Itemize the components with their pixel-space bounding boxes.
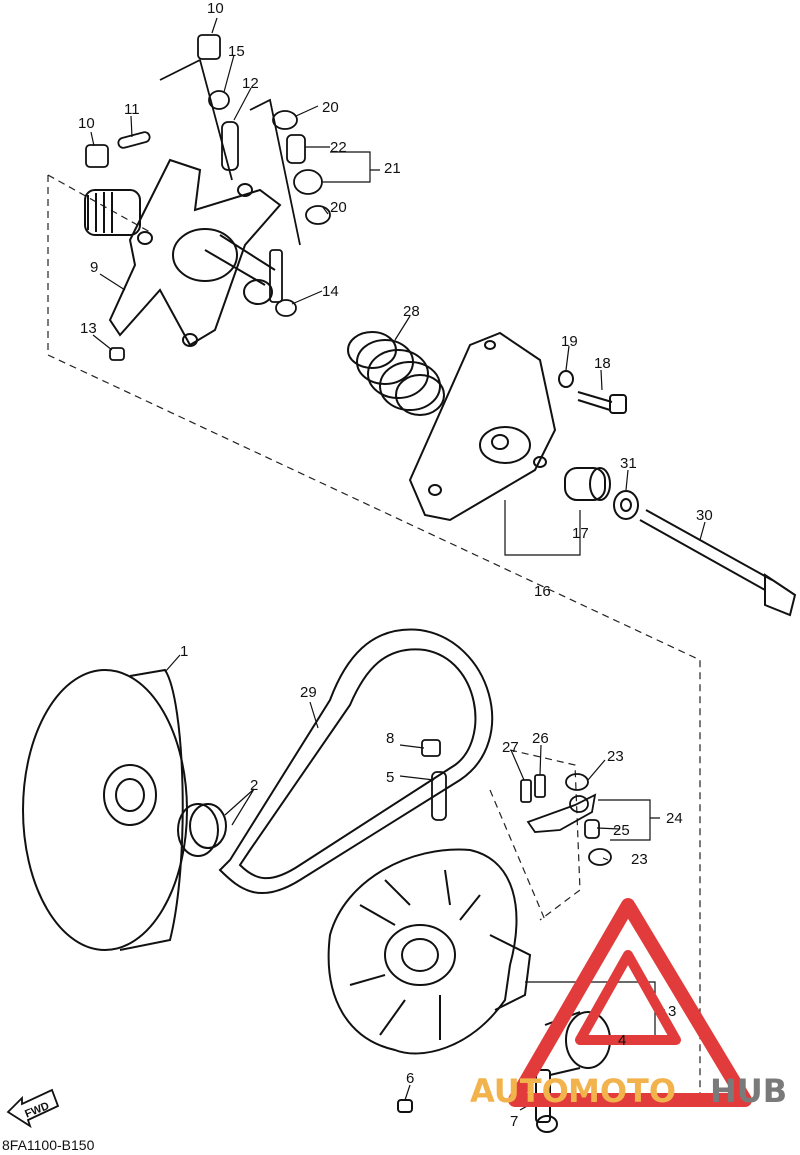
fwd-arrow-icon bbox=[6, 1088, 60, 1129]
hub-small-parts bbox=[85, 34, 301, 361]
callout-29: 29 bbox=[300, 684, 317, 701]
callout-22: 22 bbox=[330, 139, 347, 156]
callout-labels: 10 15 12 11 10 20 22 21 20 9 14 13 28 19… bbox=[78, 0, 713, 1130]
callout-11: 11 bbox=[124, 101, 140, 118]
callout-31: 31 bbox=[620, 455, 637, 472]
cover-fasteners bbox=[558, 370, 797, 617]
spring bbox=[347, 331, 445, 416]
callout-24: 24 bbox=[666, 810, 683, 827]
callout-15: 15 bbox=[228, 43, 245, 60]
callout-18: 18 bbox=[594, 355, 611, 372]
callout-26: 26 bbox=[532, 730, 549, 747]
callout-12: 12 bbox=[242, 75, 259, 92]
roller-set bbox=[272, 110, 331, 225]
callout-30: 30 bbox=[696, 507, 713, 524]
callout-25: 25 bbox=[613, 822, 630, 839]
callout-27: 27 bbox=[502, 739, 519, 756]
callout-19: 19 bbox=[561, 333, 578, 350]
callout-23a: 23 bbox=[607, 748, 624, 765]
dashed-frame bbox=[47, 174, 701, 1105]
callout-1: 1 bbox=[180, 643, 188, 660]
collar bbox=[177, 803, 227, 857]
callout-16: 16 bbox=[534, 583, 551, 600]
callout-13: 13 bbox=[80, 320, 97, 337]
leader-lines bbox=[90, 17, 706, 1111]
watermark-text-moto: MOTO bbox=[568, 1072, 676, 1110]
watermark-logo: AUTO MOTO HUB bbox=[470, 898, 787, 1110]
callout-10a: 10 bbox=[207, 0, 224, 17]
callout-28: 28 bbox=[403, 303, 420, 320]
callout-17: 17 bbox=[572, 525, 589, 542]
callout-4: 4 bbox=[618, 1032, 626, 1049]
movable-sheave bbox=[327, 848, 532, 1055]
watermark-text-auto: AUTO bbox=[470, 1072, 569, 1110]
callout-14: 14 bbox=[322, 283, 339, 300]
callout-7: 7 bbox=[510, 1113, 518, 1130]
callout-23b: 23 bbox=[631, 851, 648, 868]
callout-5: 5 bbox=[386, 769, 394, 786]
diagram-code: 8FA1100-B150 bbox=[2, 1137, 95, 1153]
clutch-cover bbox=[408, 331, 557, 522]
callout-8: 8 bbox=[386, 730, 394, 747]
drive-belt bbox=[218, 628, 494, 895]
primary-clutch-hub bbox=[84, 158, 282, 347]
callout-9: 9 bbox=[90, 259, 98, 276]
watermark-text-hub: HUB bbox=[710, 1072, 787, 1110]
watermark-triangle bbox=[508, 898, 752, 1107]
callout-21: 21 bbox=[384, 160, 401, 177]
fwd-arrow: FWD bbox=[6, 1088, 60, 1129]
callout-20b: 20 bbox=[330, 199, 347, 216]
callout-6: 6 bbox=[406, 1070, 414, 1087]
callout-3: 3 bbox=[668, 1003, 676, 1020]
callout-20a: 20 bbox=[322, 99, 339, 116]
weight-lever bbox=[520, 773, 612, 866]
callout-10b: 10 bbox=[78, 115, 95, 132]
fixed-sheave bbox=[22, 668, 188, 951]
callout-2: 2 bbox=[250, 777, 258, 794]
